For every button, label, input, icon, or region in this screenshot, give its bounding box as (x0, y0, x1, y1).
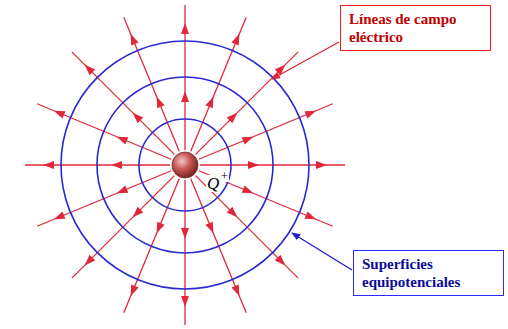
field-lines (25, 5, 345, 325)
leader-line (292, 233, 352, 270)
charge-symbol: Q (206, 175, 220, 192)
callout-text: Líneas de campo eléctrico (349, 10, 482, 46)
point-charge (172, 152, 198, 178)
callout-box: Superficies equipotenciales (353, 250, 504, 296)
callout-text: Superficies equipotenciales (362, 255, 495, 291)
callout-box: Líneas de campo eléctrico (340, 5, 491, 51)
leader-line (272, 42, 339, 79)
charge-sign: + (220, 170, 229, 182)
equipotential-circles (61, 41, 309, 289)
